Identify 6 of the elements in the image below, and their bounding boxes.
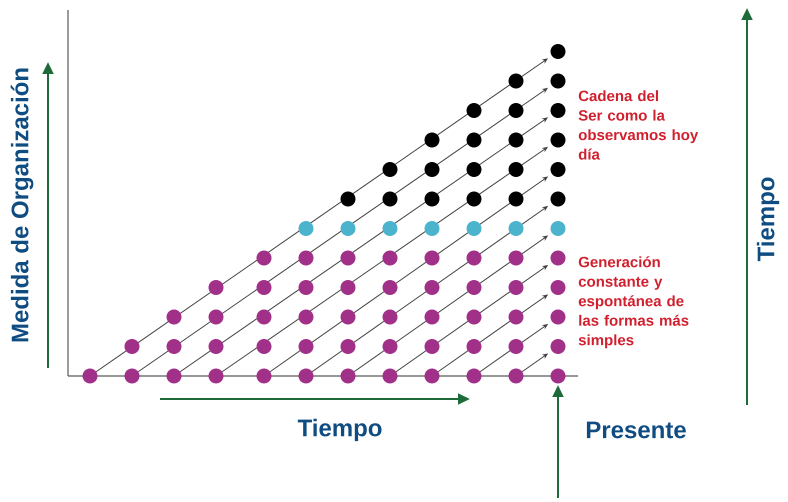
axis-label: Presente	[586, 422, 686, 438]
axis-label: Tiempo	[298, 418, 382, 442]
annotation-text: Cadena del Ser como la observamos hoy día	[578, 90, 698, 160]
annotation-text: Generación constante y espontánea de las formas más simples	[578, 256, 688, 348]
axis-label: Medida de Organización	[10, 68, 34, 342]
axis-label: Tiempo	[756, 177, 780, 262]
